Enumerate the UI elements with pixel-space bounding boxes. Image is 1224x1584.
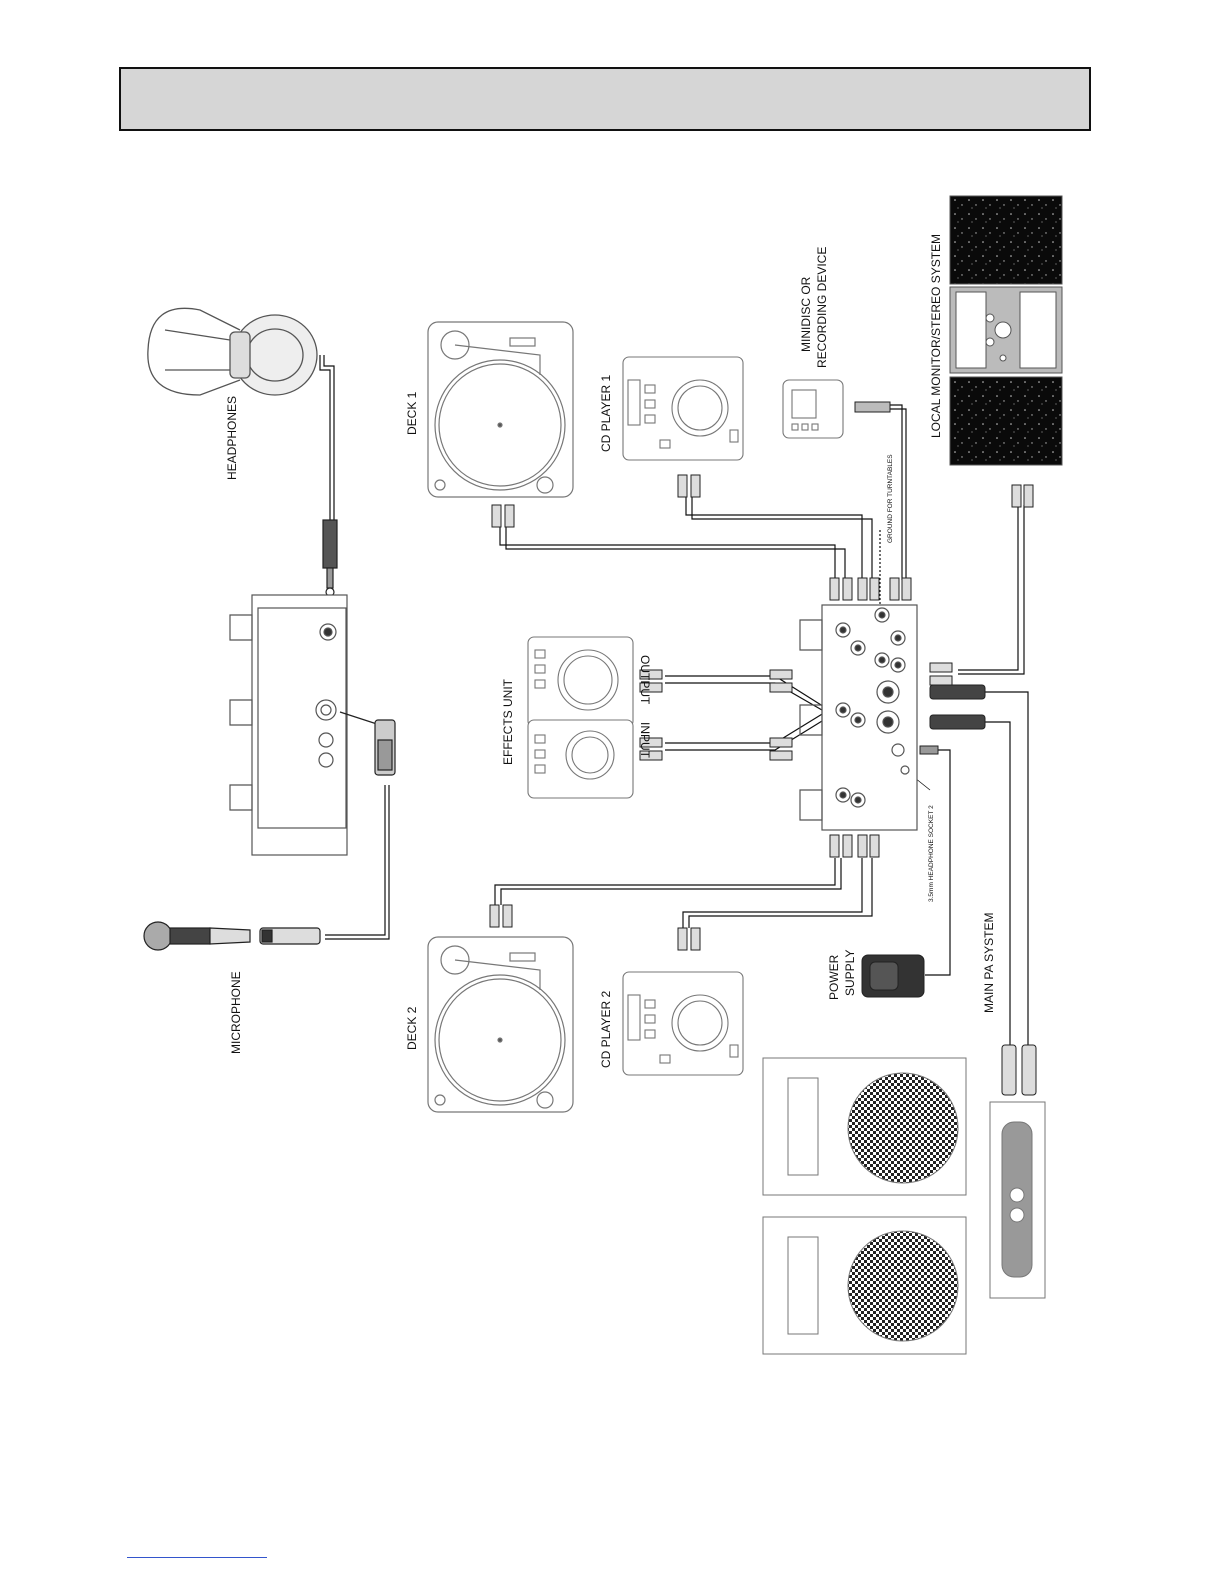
headphone-cable (320, 355, 330, 520)
minidisc-jack (855, 402, 890, 412)
mixer-front-panel (230, 595, 347, 855)
power-supply (862, 955, 924, 997)
mic-xlr-connector (340, 712, 395, 775)
effects-unit (528, 637, 633, 798)
deck2-cable (495, 858, 835, 905)
local-monitor-system (950, 196, 1062, 465)
monitor-cable (958, 505, 1018, 670)
label-microphone: MICROPHONE (229, 971, 243, 1054)
label-effects-unit: EFFECTS UNIT (501, 678, 515, 765)
pa-amplifier (990, 1102, 1045, 1298)
label-deck2: DECK 2 (405, 1006, 419, 1050)
label-cd-player1: CD PLAYER 1 (599, 375, 613, 452)
cd-player2 (623, 972, 743, 1075)
power-jack (920, 746, 938, 754)
pa-speaker-1 (763, 1058, 966, 1195)
deck1-turntable (428, 322, 573, 497)
label-cd-player2: CD PLAYER 2 (599, 991, 613, 1068)
label-main-pa: MAIN PA SYSTEM (982, 913, 996, 1013)
label-minidisc-line1: MINIDISC OR (799, 276, 813, 352)
label-ground: GROUND FOR TURNTABLES (887, 454, 894, 543)
label-power-line2: SUPPLY (843, 950, 857, 996)
label-deck1: DECK 1 (405, 391, 419, 435)
minidisc-device (783, 380, 843, 438)
headphones (148, 308, 317, 395)
label-headphones: HEADPHONES (225, 396, 239, 480)
label-local-monitor: LOCAL MONITOR/STEREO SYSTEM (929, 234, 943, 438)
headphone-jack (323, 520, 337, 596)
label-effects-input: INPUT (638, 722, 652, 759)
label-power-line1: POWER (827, 954, 841, 1000)
label-effects-output: OUTPUT (638, 655, 652, 705)
footer-underline (127, 1557, 267, 1558)
label-minidisc-line2: RECORDING DEVICE (815, 247, 829, 368)
effects-input-cable (665, 700, 845, 743)
pa-speaker-2 (763, 1217, 966, 1354)
microphone (144, 922, 320, 950)
label-headphone-socket2: 3.5mm HEADPHONE SOCKET 2 (928, 805, 935, 902)
xlr-plugs (930, 685, 1036, 1095)
deck2-turntable (428, 937, 573, 1112)
deck1-cable (500, 525, 835, 578)
cd-player1 (623, 357, 743, 460)
